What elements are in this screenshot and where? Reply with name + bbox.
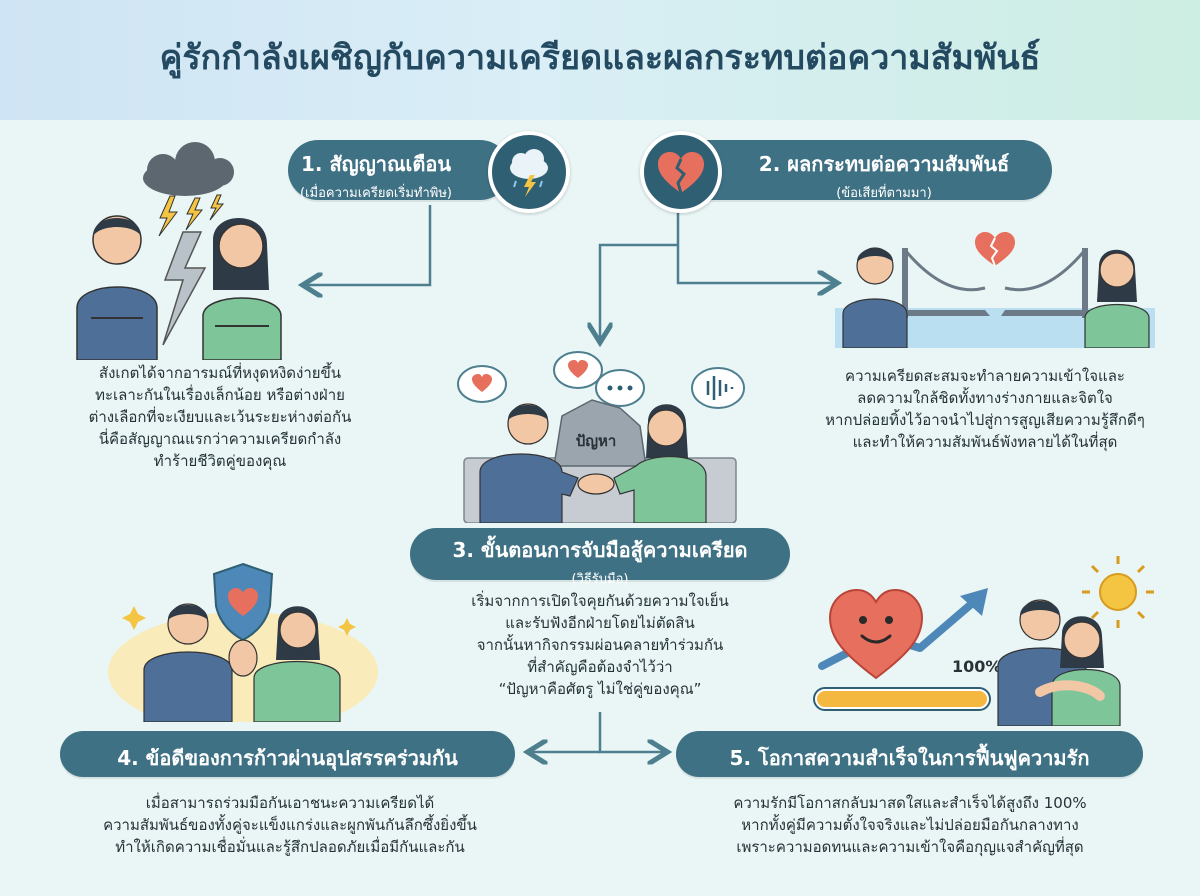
section-5-body: ความรักมีโอกาสกลับมาสดใสและสำเร็จได้สูงถ… <box>733 794 1087 856</box>
section-1-subtitle: (เมื่อความเครียดเริ่มทำพิษ) <box>299 186 452 201</box>
sun-icon <box>1082 556 1154 628</box>
broken-heart-icon <box>658 152 704 194</box>
woman-figure <box>613 404 707 523</box>
header-banner <box>0 0 1200 120</box>
hugging-couple <box>997 599 1121 726</box>
speech-bubble-heart-icon <box>553 351 603 389</box>
progress-bar-fill <box>817 691 987 707</box>
section-4-header: 4. ข้อดีของการก้าวผ่านอุปสรรคร่วมกัน <box>60 731 515 777</box>
section-4-title: 4. ข้อดีของการก้าวผ่านอุปสรรคร่วมกัน <box>117 746 458 770</box>
section-2-subtitle: (ข้อเสียที่ตามมา) <box>836 186 932 201</box>
illustration-broken-bridge <box>835 232 1155 348</box>
section-3-title: 3. ขั้นตอนการจับมือสู้ความเครียด <box>452 538 748 562</box>
section-3-header: 3. ขั้นตอนการจับมือสู้ความเครียด (วิธีรั… <box>410 528 790 587</box>
section-3-body: เริ่มจากการเปิดใจคุยกันด้วยความใจเย็น แล… <box>471 592 729 698</box>
smiling-heart-icon <box>828 588 924 680</box>
broken-heart-badge <box>640 131 722 213</box>
speech-bubble-voice-icon <box>691 367 745 409</box>
page-title: คู่รักกำลังเผชิญกับความเครียดและผลกระทบต… <box>159 38 1041 78</box>
illustration-couple-shield <box>108 562 378 722</box>
section-1-title: 1. สัญญาณเตือน <box>300 152 452 176</box>
illustration-love-recovery: 100% <box>813 556 1154 726</box>
sparkle-icon <box>122 606 356 636</box>
section-5-header: 5. โอกาสความสำเร็จในการฟื้นฟูความรัก <box>676 731 1143 777</box>
section-2-title: 2. ผลกระทบต่อความสัมพันธ์ <box>758 152 1010 176</box>
storm-cloud-badge <box>488 131 570 213</box>
section-4-body: เมื่อสามารถร่วมมือกันเอาชนะความเครียดได้… <box>103 794 477 856</box>
section-2-body: ความเครียดสะสมจะทำลายความเข้าใจและ ลดควา… <box>825 367 1145 451</box>
section-3-subtitle: (วิธีรับมือ) <box>571 572 629 587</box>
section-1-header: 1. สัญญาณเตือน (เมื่อความเครียดเริ่มทำพิ… <box>288 140 510 201</box>
woman-figure <box>1084 249 1150 348</box>
speech-bubble-heart-icon <box>457 365 507 403</box>
progress-label: 100% <box>952 657 1001 676</box>
problem-rock-label: ปัญหา <box>576 432 617 450</box>
lightning-icon <box>158 194 225 237</box>
section-1-body: สังเกตได้จากอารมณ์ที่หงุดหงิดง่ายขึ้น ทะ… <box>88 364 352 470</box>
man-figure <box>479 403 579 523</box>
speech-bubble-dots-icon <box>595 369 645 407</box>
man-figure <box>143 603 233 722</box>
man-figure <box>842 247 908 348</box>
illustration-arguing-couple <box>76 142 282 360</box>
storm-cloud-icon <box>510 149 548 197</box>
section-2-header: 2. ผลกระทบต่อความสัมพันธ์ (ข้อเสียที่ตาม… <box>676 140 1052 201</box>
man-figure <box>76 215 158 360</box>
section-5-title: 5. โอกาสความสำเร็จในการฟื้นฟูความรัก <box>729 746 1090 770</box>
woman-figure <box>253 606 341 722</box>
woman-figure <box>202 217 282 360</box>
illustration-talking-couple: ปัญหา <box>457 351 745 523</box>
storm-cloud-icon <box>143 142 234 196</box>
broken-heart-icon <box>975 232 1015 267</box>
